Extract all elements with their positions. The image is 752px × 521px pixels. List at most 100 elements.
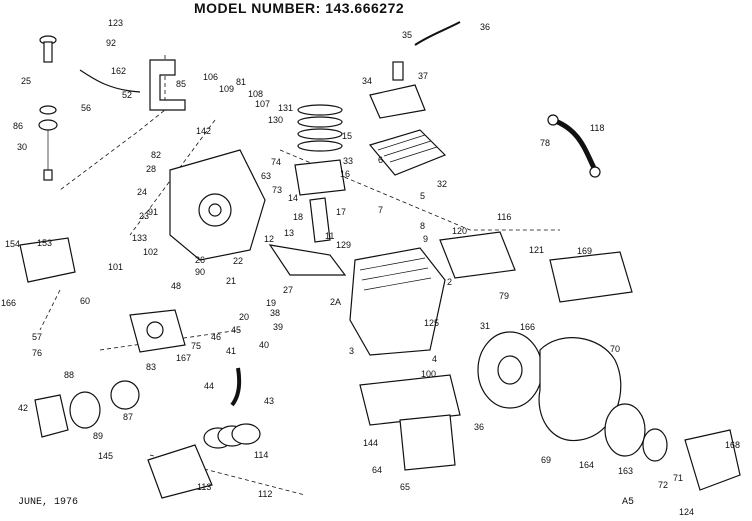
head-plate xyxy=(369,84,426,119)
assembly-guide-line xyxy=(39,289,61,331)
part-callout-21: 21 xyxy=(226,276,236,286)
part-callout-41: 41 xyxy=(226,346,236,356)
part-callout-25: 25 xyxy=(21,76,31,86)
part-callout-125: 125 xyxy=(424,318,439,328)
part-callout-17: 17 xyxy=(336,207,346,217)
part-callout-37: 37 xyxy=(418,71,428,81)
part-callout-106: 106 xyxy=(203,72,218,82)
part-callout-162: 162 xyxy=(111,66,126,76)
part-callout-45: 45 xyxy=(231,325,241,335)
drive-gear xyxy=(69,391,101,429)
part-callout-86: 86 xyxy=(13,121,23,131)
part-callout-2A: 2A xyxy=(330,297,341,307)
part-callout-120: 120 xyxy=(452,226,467,236)
part-callout-87: 87 xyxy=(123,412,133,422)
mounting-plate xyxy=(359,374,461,426)
page-title: MODEL NUMBER: 143.666272 xyxy=(194,0,404,16)
part-callout-76: 76 xyxy=(32,348,42,358)
part-callout-44: 44 xyxy=(204,381,214,391)
starter-pulley xyxy=(604,403,646,457)
part-callout-75: 75 xyxy=(191,341,201,351)
part-callout-166: 166 xyxy=(1,298,16,308)
instruction-booklet xyxy=(549,251,633,303)
crankshaft xyxy=(268,244,347,276)
part-callout-85: 85 xyxy=(176,79,186,89)
part-callout-82: 82 xyxy=(151,150,161,160)
part-callout-36: 36 xyxy=(474,422,484,432)
part-callout-64: 64 xyxy=(372,465,382,475)
footer-date: JUNE, 1976 xyxy=(18,497,79,508)
part-callout-72: 72 xyxy=(658,480,668,490)
part-callout-108: 108 xyxy=(248,89,263,99)
part-callout-116: 116 xyxy=(497,212,511,222)
starter-housing xyxy=(684,429,741,491)
connecting-rod xyxy=(309,197,331,243)
model-label: MODEL NUMBER: xyxy=(194,0,321,16)
part-callout-73: 73 xyxy=(272,185,282,195)
part-callout-154: 154 xyxy=(5,239,20,249)
intake-tube xyxy=(230,367,242,407)
part-callout-38: 38 xyxy=(270,308,280,318)
part-callout-35: 35 xyxy=(402,30,412,40)
part-callout-23: 23 xyxy=(139,211,149,221)
part-callout-131: 131 xyxy=(278,103,293,113)
air-filter-housing xyxy=(147,444,213,499)
part-callout-124: 124 xyxy=(679,507,694,516)
part-callout-168: 168 xyxy=(725,440,740,450)
part-callout-24: 24 xyxy=(137,187,147,197)
part-callout-81: 81 xyxy=(236,77,246,87)
flywheel xyxy=(477,331,543,409)
part-callout-12: 12 xyxy=(264,234,274,244)
part-callout-5: 5 xyxy=(420,191,425,201)
footer-page-code: A5 xyxy=(622,497,635,508)
part-callout-90: 90 xyxy=(195,267,205,277)
part-callout-30: 30 xyxy=(17,142,27,152)
air-filter-element xyxy=(203,423,261,449)
model-number: 143.666272 xyxy=(325,0,405,16)
clutch-drum xyxy=(110,380,140,410)
part-callout-145: 145 xyxy=(98,451,113,461)
part-callout-79: 79 xyxy=(499,291,509,301)
part-callout-113: 113 xyxy=(197,482,211,492)
part-callout-166: 166 xyxy=(520,322,535,332)
part-callout-8: 8 xyxy=(420,221,425,231)
part-callout-20: 20 xyxy=(239,312,249,322)
part-callout-71: 71 xyxy=(673,473,683,483)
part-callout-74: 74 xyxy=(271,157,281,167)
part-callout-164: 164 xyxy=(579,460,594,470)
part-callout-89: 89 xyxy=(93,431,103,441)
part-callout-27: 27 xyxy=(283,285,293,295)
part-callout-33: 33 xyxy=(343,156,353,166)
part-callout-48: 48 xyxy=(171,281,181,291)
part-callout-57: 57 xyxy=(32,332,42,342)
part-callout-169: 169 xyxy=(577,246,592,256)
part-callout-16: 16 xyxy=(340,169,350,179)
part-callout-32: 32 xyxy=(437,179,447,189)
governor-gear xyxy=(34,394,69,438)
part-callout-109: 109 xyxy=(219,84,234,94)
part-callout-6: 6 xyxy=(378,155,383,165)
part-callout-92: 92 xyxy=(106,38,116,48)
part-callout-4: 4 xyxy=(432,354,437,364)
part-callout-107: 107 xyxy=(255,99,270,109)
part-callout-36: 36 xyxy=(480,22,490,32)
part-callout-70: 70 xyxy=(610,344,620,354)
part-callout-40: 40 xyxy=(259,340,269,350)
part-callout-14: 14 xyxy=(288,193,298,203)
part-callout-22: 22 xyxy=(233,256,243,266)
air-cleaner-cover xyxy=(19,237,76,283)
piston-rings xyxy=(297,104,343,152)
spark-plug xyxy=(392,61,404,81)
part-callout-60: 60 xyxy=(80,296,90,306)
part-callout-46: 46 xyxy=(211,332,221,342)
part-callout-102: 102 xyxy=(143,247,158,257)
part-callout-42: 42 xyxy=(18,403,28,413)
part-callout-7: 7 xyxy=(378,205,383,215)
starter-cup xyxy=(642,428,668,462)
assembly-guide-line xyxy=(59,55,166,191)
part-callout-2: 2 xyxy=(447,277,452,287)
part-callout-28: 28 xyxy=(146,164,156,174)
part-callout-118: 118 xyxy=(590,123,604,133)
part-callout-43: 43 xyxy=(264,396,274,406)
